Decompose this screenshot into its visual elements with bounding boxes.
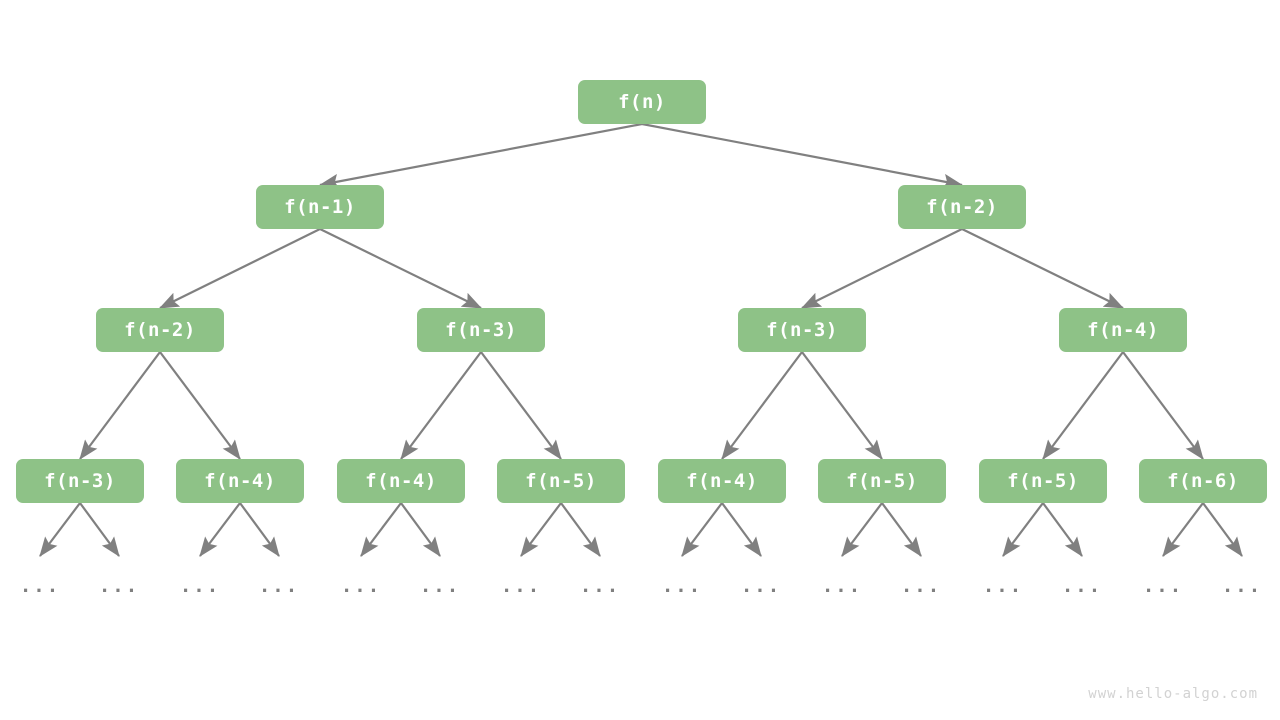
leaf-edge bbox=[1162, 502, 1204, 557]
tree-node: f(n-4) bbox=[1059, 308, 1187, 352]
ellipsis-marker: ... bbox=[821, 575, 863, 597]
tree-node: f(n-4) bbox=[176, 459, 304, 503]
tree-edge bbox=[641, 122, 964, 190]
ellipsis-marker: ... bbox=[982, 575, 1024, 597]
tree-node-label: f(n-3) bbox=[445, 319, 517, 341]
ellipsis-marker: ... bbox=[340, 575, 382, 597]
ellipsis-marker: ... bbox=[258, 575, 300, 597]
tree-node: f(n-1) bbox=[256, 185, 384, 229]
ellipsis-marker: ... bbox=[1221, 575, 1263, 597]
tree-node: f(n-4) bbox=[658, 459, 786, 503]
tree-node: f(n-5) bbox=[818, 459, 946, 503]
leaf-edge bbox=[1202, 502, 1243, 557]
tree-edge bbox=[1042, 351, 1124, 460]
leaf-edge bbox=[560, 502, 601, 557]
leaf-edge bbox=[239, 502, 280, 557]
tree-node-label: f(n-3) bbox=[766, 319, 838, 341]
ellipsis-marker: ... bbox=[98, 575, 140, 597]
tree-node-label: f(n-4) bbox=[204, 470, 276, 492]
tree-edge bbox=[480, 351, 562, 460]
leaf-edge bbox=[841, 502, 883, 557]
tree-node-label: f(n-2) bbox=[124, 319, 196, 341]
tree-node-label: f(n-3) bbox=[44, 470, 116, 492]
watermark: www.hello-algo.com bbox=[1088, 686, 1258, 702]
ellipsis-marker: ... bbox=[900, 575, 942, 597]
tree-edge bbox=[801, 228, 963, 309]
ellipsis-marker: ... bbox=[661, 575, 703, 597]
tree-node-label: f(n-5) bbox=[846, 470, 918, 492]
tree-node: f(n-3) bbox=[738, 308, 866, 352]
tree-node-label: f(n-5) bbox=[1007, 470, 1079, 492]
leaf-edge bbox=[199, 502, 241, 557]
ellipsis-marker: ... bbox=[1142, 575, 1184, 597]
tree-node: f(n-2) bbox=[898, 185, 1026, 229]
tree-edge bbox=[400, 351, 482, 460]
tree-node: f(n-5) bbox=[497, 459, 625, 503]
ellipsis-marker: ... bbox=[19, 575, 61, 597]
leaf-edge bbox=[39, 502, 81, 557]
tree-node: f(n-6) bbox=[1139, 459, 1267, 503]
tree-node-label: f(n-1) bbox=[284, 196, 356, 218]
leaf-edge bbox=[79, 502, 120, 557]
leaf-edge bbox=[681, 502, 723, 557]
tree-edge bbox=[79, 351, 161, 460]
tree-node: f(n-5) bbox=[979, 459, 1107, 503]
tree-edge bbox=[721, 351, 803, 460]
leaf-edge bbox=[1002, 502, 1044, 557]
tree-node-label: f(n-4) bbox=[365, 470, 437, 492]
tree-edge bbox=[1122, 351, 1204, 460]
ellipsis-marker: ... bbox=[579, 575, 621, 597]
ellipsis-marker: ... bbox=[419, 575, 461, 597]
ellipsis-marker: ... bbox=[500, 575, 542, 597]
tree-node-label: f(n) bbox=[618, 91, 666, 113]
tree-node: f(n-2) bbox=[96, 308, 224, 352]
tree-edge bbox=[159, 228, 321, 309]
tree-edge bbox=[961, 228, 1124, 309]
leaf-edge bbox=[881, 502, 922, 557]
tree-node-label: f(n-4) bbox=[686, 470, 758, 492]
leaf-edge bbox=[1042, 502, 1083, 557]
leaf-edge bbox=[721, 502, 762, 557]
ellipsis-marker: ... bbox=[1061, 575, 1103, 597]
tree-node-label: f(n-6) bbox=[1167, 470, 1239, 492]
ellipsis-marker: ... bbox=[740, 575, 782, 597]
tree-node-label: f(n-2) bbox=[926, 196, 998, 218]
ellipsis-marker: ... bbox=[179, 575, 221, 597]
leaf-edge bbox=[400, 502, 441, 557]
tree-edge bbox=[801, 351, 883, 460]
tree-node: f(n-4) bbox=[337, 459, 465, 503]
leaf-edge bbox=[520, 502, 562, 557]
leaf-edge bbox=[360, 502, 402, 557]
tree-node-label: f(n-5) bbox=[525, 470, 597, 492]
tree-node: f(n) bbox=[578, 80, 706, 124]
tree-edge bbox=[159, 351, 241, 460]
tree-node: f(n-3) bbox=[417, 308, 545, 352]
tree-edge bbox=[318, 122, 643, 190]
tree-node-label: f(n-4) bbox=[1087, 319, 1159, 341]
tree-edge bbox=[319, 228, 482, 309]
tree-node: f(n-3) bbox=[16, 459, 144, 503]
